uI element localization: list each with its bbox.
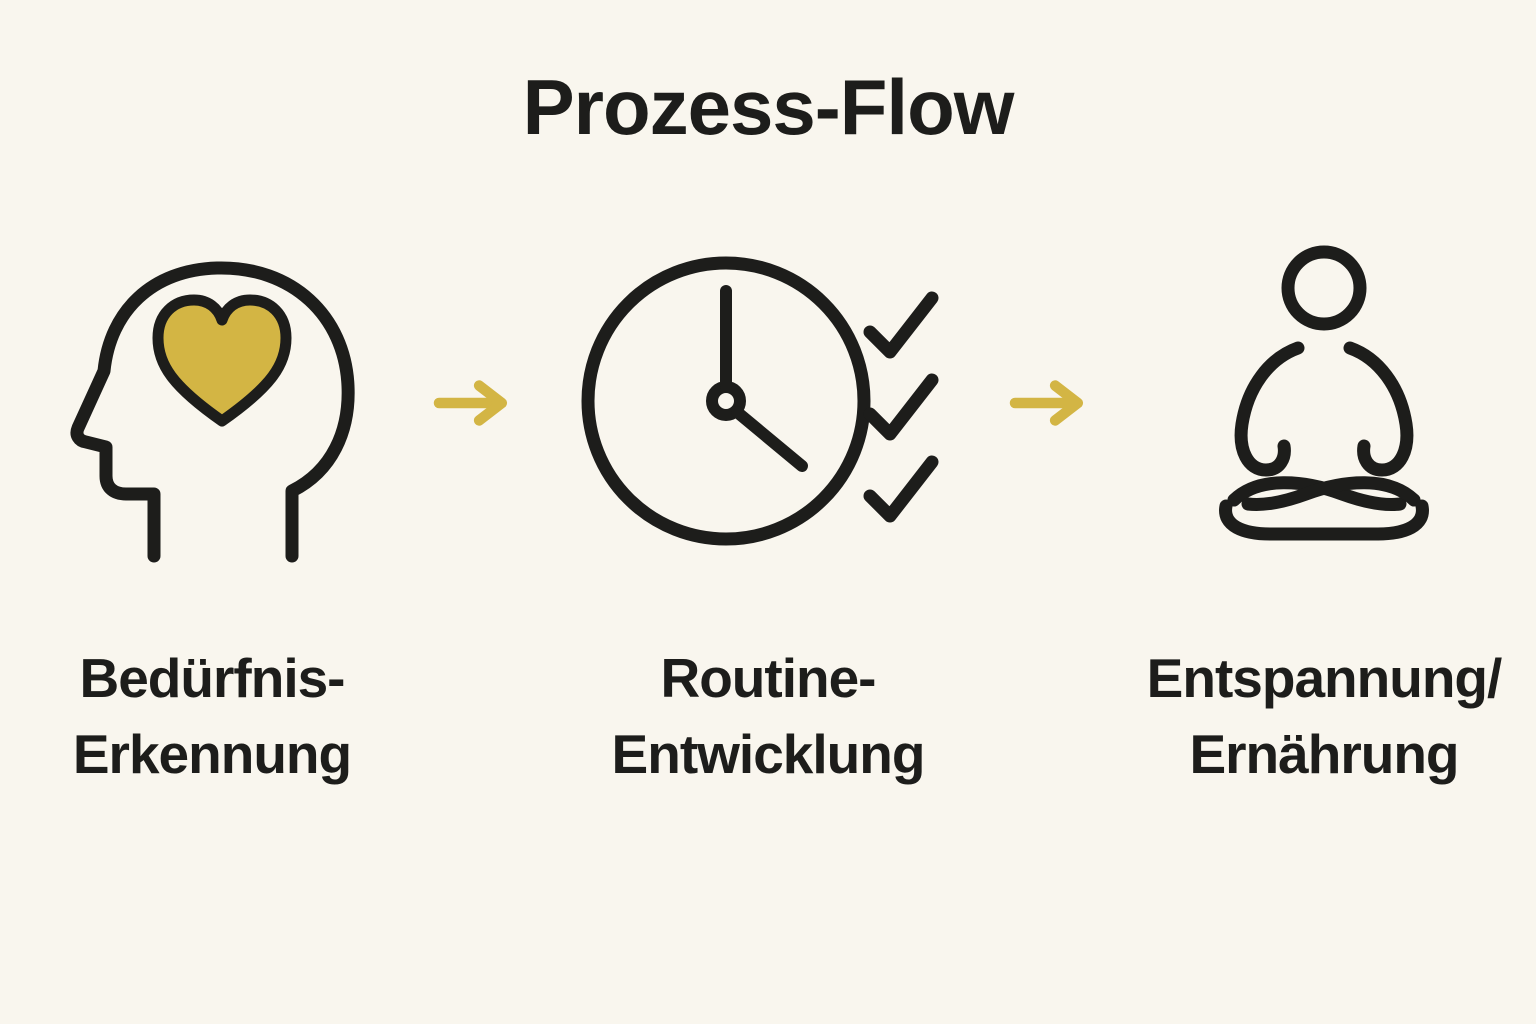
clock-with-checkmarks-icon (578, 231, 958, 571)
diagram-title: Prozess-Flow (522, 63, 1015, 151)
step-label: Entspannung/ Ernährung (1146, 641, 1503, 793)
head-with-heart-icon (62, 231, 362, 571)
step-entspannung-ernaehrung: Entspannung/ Ernährung (1104, 231, 1536, 793)
step-label: Bedürfnis- Erkennung (72, 641, 352, 793)
flow-arrow-icon (1009, 380, 1084, 426)
flow-arrow-icon (433, 380, 508, 426)
flow-arrow-icon (1008, 373, 1104, 433)
step-routine-entwicklung: Routine- Entwicklung (528, 231, 1008, 793)
meditating-person-icon (1219, 245, 1429, 541)
step-label-line: Bedürfnis- (79, 647, 346, 709)
flow-row: Bedürfnis- Erkennung (0, 231, 1536, 793)
step-label-line: Entspannung/ (1146, 647, 1503, 709)
step-beduerfnis-erkennung: Bedürfnis- Erkennung (0, 231, 432, 793)
step-label-line: Erkennung (72, 722, 352, 785)
meditating-person-icon (1174, 231, 1474, 571)
step-label-line: Routine- (660, 647, 876, 709)
flow-arrow-icon (432, 373, 528, 433)
clock-with-checkmarks-icon (581, 256, 939, 546)
head-with-heart-icon (70, 261, 355, 563)
step-label: Routine- Entwicklung (611, 641, 926, 793)
step-label-line: Ernährung (1189, 722, 1459, 785)
step-label-line: Entwicklung (611, 722, 926, 785)
